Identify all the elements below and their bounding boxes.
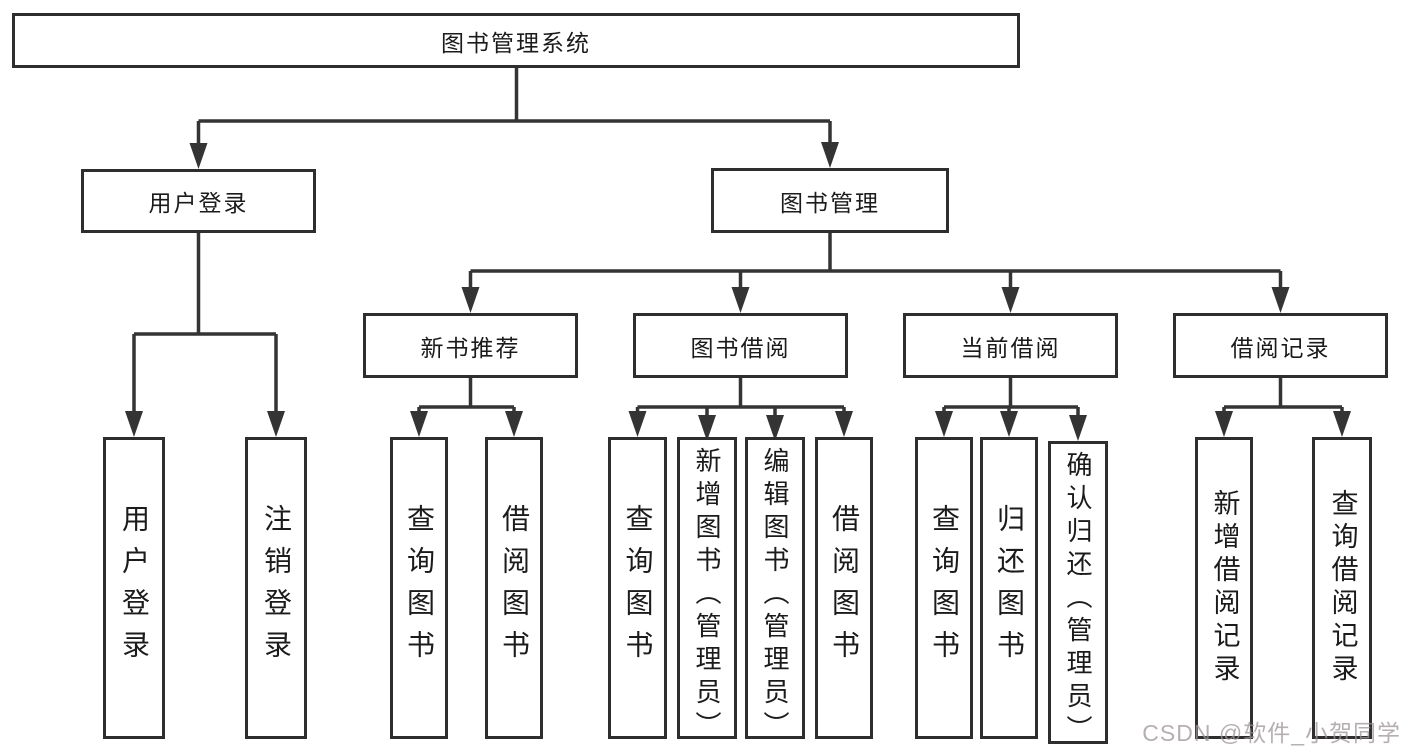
node-label: 用户登录 (148, 190, 249, 216)
leaf-borrow-books: 借阅图书 (815, 437, 873, 739)
node-label: 编辑图书（管理员） (760, 447, 790, 744)
node-label: 新书推荐 (420, 334, 521, 361)
leaf-logout: 注销登录 (245, 437, 307, 739)
node-library-system: 图书管理系统 (12, 13, 1020, 68)
node-label: 归还图书 (994, 504, 1025, 672)
leaf-add-books-admin: 新增图书（管理员） (677, 437, 737, 744)
leaf-query-books-recommend: 查询图书 (390, 437, 448, 739)
node-book-management: 图书管理 (711, 168, 949, 233)
leaf-return-books: 归还图书 (980, 437, 1038, 739)
node-label: 图书借阅 (690, 334, 791, 361)
leaf-add-borrow-record: 新增借阅记录 (1195, 437, 1253, 739)
node-label: 确认归还（管理员） (1063, 451, 1093, 747)
node-label: 新增借阅记录 (1209, 489, 1240, 687)
csdn-watermark: CSDN @软件_小贺同学 (1142, 720, 1401, 746)
node-user-login: 用户登录 (81, 169, 316, 233)
node-label: 注销登录 (261, 504, 292, 672)
leaf-edit-books-admin: 编辑图书（管理员） (745, 437, 805, 744)
node-label: 图书管理系统 (441, 29, 591, 56)
node-label: 查询图书 (929, 504, 960, 672)
node-book-borrowing: 图书借阅 (633, 313, 848, 378)
node-label: 借阅图书 (499, 504, 530, 672)
node-label: 图书管理 (780, 189, 880, 216)
node-label: 借阅记录 (1230, 334, 1331, 361)
node-label: 借阅图书 (829, 504, 860, 672)
leaf-query-borrow-record: 查询借阅记录 (1312, 437, 1372, 739)
node-borrowing-records: 借阅记录 (1173, 313, 1388, 378)
arrowheads (125, 142, 1351, 441)
leaf-user-login: 用户登录 (103, 437, 165, 739)
node-label: 当前借阅 (960, 334, 1061, 361)
node-label: 查询图书 (622, 504, 654, 672)
node-current-borrowing: 当前借阅 (903, 313, 1118, 378)
leaf-query-books-current: 查询图书 (915, 437, 973, 739)
node-new-book-recommendation: 新书推荐 (363, 313, 578, 378)
leaf-borrow-books-recommend: 借阅图书 (485, 437, 543, 739)
node-label: 用户登录 (119, 504, 150, 672)
leaf-query-books-borrow: 查询图书 (608, 437, 667, 739)
node-label: 查询图书 (404, 504, 435, 672)
node-label: 新增图书（管理员） (692, 447, 722, 744)
node-label: 查询借阅记录 (1327, 489, 1358, 687)
leaf-confirm-return-admin: 确认归还（管理员） (1048, 441, 1108, 747)
